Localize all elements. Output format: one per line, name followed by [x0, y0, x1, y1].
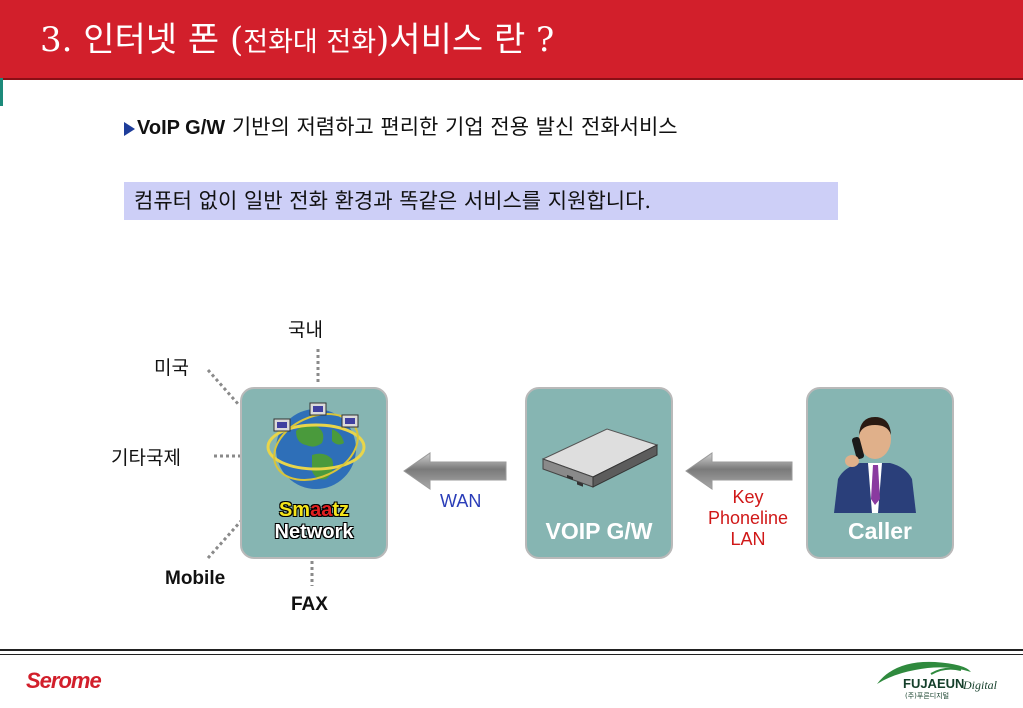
label-fax: FAX: [291, 594, 328, 615]
gateway-node: VOIP G/W: [525, 387, 673, 559]
caller-label: Caller: [848, 518, 912, 544]
label-domestic: 국내: [288, 319, 323, 341]
caller-person-icon: [834, 417, 916, 513]
lan-arrow-icon: [685, 452, 793, 490]
lan-label: Key Phoneline LAN: [696, 487, 800, 550]
wan-label: WAN: [440, 491, 482, 511]
connector-mobile: [206, 520, 243, 559]
wan-arrow-icon: [403, 452, 507, 490]
bullet-line: VoIP G/W 기반의 저렴하고 편리한 기업 전용 발신 전화서비스: [124, 111, 678, 141]
footer-rule-bottom: [0, 654, 1023, 655]
title-prefix: 3. 인터넷 폰 (: [40, 20, 244, 60]
fujaeun-swoosh-icon: [877, 661, 971, 684]
fujaeun-suffix: Digital: [963, 678, 998, 692]
fujaeun-sub: (주)푸른디지털: [905, 692, 950, 700]
slide-title: 3. 인터넷 폰 (전화대 전화)서비스 란 ?: [40, 20, 555, 60]
lan-label-phoneline: Phoneline: [707, 508, 789, 528]
fujaeun-wordmark: FUJAEUN: [903, 676, 965, 691]
network-node: Smaatz Network: [240, 387, 388, 559]
gateway-label: VOIP G/W: [545, 518, 653, 544]
globe-network-icon: [266, 402, 366, 489]
title-small: 전화대 전화: [243, 27, 377, 58]
label-intl: 기타국제: [111, 447, 181, 469]
label-mobile: Mobile: [165, 568, 226, 589]
header-bar: 3. 인터넷 폰 (전화대 전화)서비스 란 ?: [0, 0, 1023, 80]
fujaeun-logo: FUJAEUN Digital (주)푸른디지털: [875, 656, 1010, 702]
header-accent: [0, 78, 3, 106]
footer-rule-top: [0, 649, 1023, 651]
bullet-strong: VoIP G/W: [137, 117, 226, 139]
network-label-line1: Smaatz: [278, 499, 350, 521]
bullet-triangle-icon: [124, 121, 135, 136]
connector-usa: [206, 369, 241, 406]
bullet-text: 기반의 저렴하고 편리한 기업 전용 발신 전화서비스: [225, 115, 678, 139]
label-usa: 미국: [154, 357, 189, 379]
gateway-device-icon: [541, 428, 659, 488]
lan-label-lan: LAN: [730, 529, 766, 549]
network-label: Smaatz Network: [242, 499, 386, 543]
caller-node: Caller: [806, 387, 954, 559]
network-label-line2: Network: [274, 521, 354, 543]
serome-logo: Serome: [26, 668, 102, 693]
lan-label-key: Key: [732, 487, 764, 507]
title-suffix: )서비스 란 ?: [376, 20, 555, 60]
highlight-box: 컴퓨터 없이 일반 전화 환경과 똑같은 서비스를 지원합니다.: [124, 182, 838, 220]
